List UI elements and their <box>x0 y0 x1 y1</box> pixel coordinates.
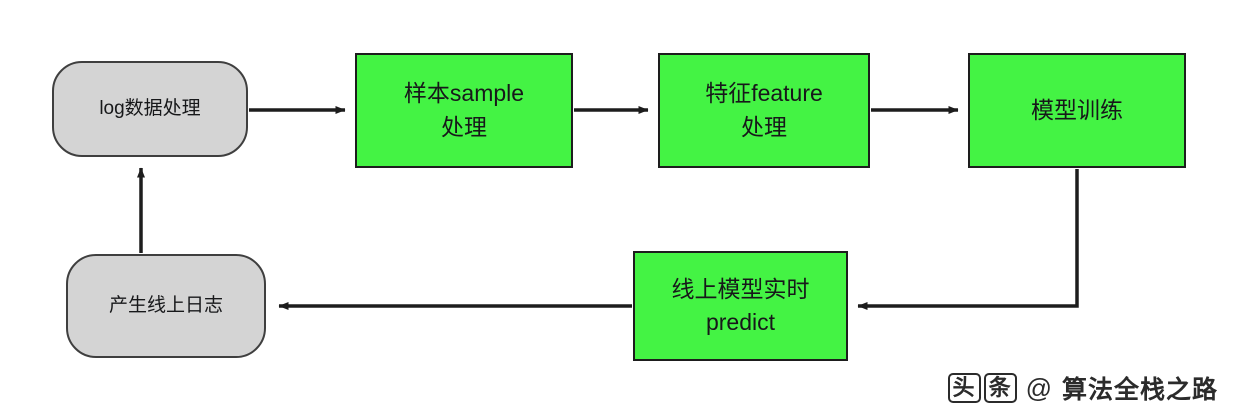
toutiao-logo-icon: 头 条 <box>947 373 1017 403</box>
node-model-training-label: 模型训练 <box>1031 96 1123 123</box>
watermark-char-two: 条 <box>983 373 1017 403</box>
node-feature-processing[interactable]: 特征feature 处理 <box>658 53 870 168</box>
watermark-author-name: 算法全栈之路 <box>1061 376 1218 404</box>
at-symbol-icon: @ <box>1025 372 1053 403</box>
node-log-data-processing[interactable]: log数据处理 <box>52 61 248 157</box>
watermark-char-one: 头 <box>947 373 981 403</box>
node-produce-online-logs[interactable]: 产生线上日志 <box>66 254 266 358</box>
node-online-realtime-predict[interactable]: 线上模型实时 predict <box>633 251 848 361</box>
node-feature-processing-label: 特征feature 处理 <box>705 80 823 140</box>
node-online-realtime-predict-label: 线上模型实时 predict <box>671 275 810 335</box>
watermark: 头 条 @ 算法全栈之路 <box>947 370 1218 406</box>
node-log-data-processing-label: log数据处理 <box>99 98 201 120</box>
node-produce-online-logs-label: 产生线上日志 <box>108 295 223 317</box>
edge-train-to-predict <box>857 169 1079 310</box>
node-sample-processing-label: 样本sample 处理 <box>403 80 525 140</box>
node-model-training[interactable]: 模型训练 <box>968 53 1186 168</box>
node-sample-processing[interactable]: 样本sample 处理 <box>355 53 573 168</box>
